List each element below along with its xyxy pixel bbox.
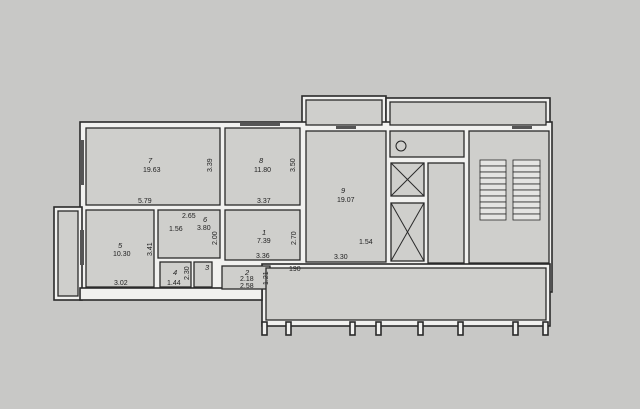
room-1	[224, 209, 301, 261]
stair-step	[479, 213, 507, 221]
room-6-dim-b: 1.56	[169, 226, 183, 233]
room-5-number: 5	[118, 241, 123, 250]
room-2-area: 2.18	[240, 276, 254, 283]
stairs	[479, 159, 541, 221]
room-9-number: 9	[341, 186, 346, 195]
room-7-number: 7	[148, 156, 153, 165]
room-6	[157, 209, 221, 259]
room-2-number: 2	[244, 268, 250, 277]
elevator-hall	[427, 162, 465, 264]
balcony-inner	[57, 210, 79, 297]
stair-step	[479, 189, 507, 197]
room-7	[85, 127, 221, 206]
stair-step	[479, 207, 507, 215]
room-8	[224, 127, 301, 206]
column	[417, 321, 424, 336]
column	[261, 321, 268, 336]
room-1-width: 3.36	[256, 253, 270, 260]
room-6-dim-c: 2.00	[212, 231, 219, 245]
lower-corridor-floor	[265, 267, 547, 321]
stair-step	[512, 159, 541, 167]
room-5-depth: 3.41	[147, 242, 154, 256]
stair-step	[479, 165, 507, 173]
room-4-depth: 2.30	[184, 266, 191, 280]
column	[457, 321, 464, 336]
room-9-dim-b: 3.30	[334, 254, 348, 261]
room-6-number: 6	[203, 215, 208, 224]
room-7-width: 5.79	[138, 198, 152, 205]
room-4	[159, 261, 192, 288]
stair-step	[479, 195, 507, 203]
room-2-depth: 1.21	[263, 271, 270, 285]
stair-step	[479, 201, 507, 209]
stair-step	[479, 171, 507, 179]
column	[512, 321, 519, 336]
stair-step	[512, 207, 541, 215]
stair-step	[512, 201, 541, 209]
corridor-dimension: 190	[289, 266, 301, 273]
upper-strip-left-floor	[305, 99, 383, 126]
room-7-area: 19.63	[143, 167, 161, 174]
room-5-area: 10.30	[113, 251, 131, 258]
column	[542, 321, 549, 336]
room-9-dim-a: 1.54	[359, 239, 373, 246]
room-1-number: 1	[262, 228, 266, 237]
stair-step	[512, 213, 541, 221]
room-8-depth: 3.50	[290, 158, 297, 172]
room-3-number: 3	[205, 263, 210, 272]
stair-step	[479, 183, 507, 191]
stair-step	[512, 195, 541, 203]
column	[285, 321, 292, 336]
chute-icon	[395, 140, 407, 152]
room-2-width: 2.58	[240, 283, 254, 290]
left-bottom-wall	[79, 287, 263, 301]
room-9	[305, 130, 387, 263]
room-8-width: 3.37	[257, 198, 271, 205]
room-7-depth: 3.39	[207, 158, 214, 172]
upper-strip-right-floor	[389, 101, 547, 126]
room-1-depth: 2.70	[291, 231, 298, 245]
room-5	[85, 209, 155, 288]
stair-step	[512, 183, 541, 191]
service-room	[389, 130, 465, 158]
room-9-area: 19.07	[337, 197, 355, 204]
room-6-area: 3.80	[197, 225, 211, 232]
room-6-dim-a: 2.65	[182, 213, 196, 220]
room-5-width: 3.02	[114, 280, 128, 287]
column	[349, 321, 356, 336]
stair-step	[479, 159, 507, 167]
room-1-area: 7.39	[257, 238, 271, 245]
room-4-width: 1.44	[167, 280, 181, 287]
column	[375, 321, 382, 336]
stair-step	[512, 165, 541, 173]
room-3	[193, 261, 213, 288]
stair-step	[479, 177, 507, 185]
room-4-number: 4	[173, 268, 177, 277]
stair-step	[512, 189, 541, 197]
room-8-number: 8	[259, 156, 264, 165]
stair-step	[512, 171, 541, 179]
room-8-area: 11.80	[254, 167, 271, 174]
stair-step	[512, 177, 541, 185]
